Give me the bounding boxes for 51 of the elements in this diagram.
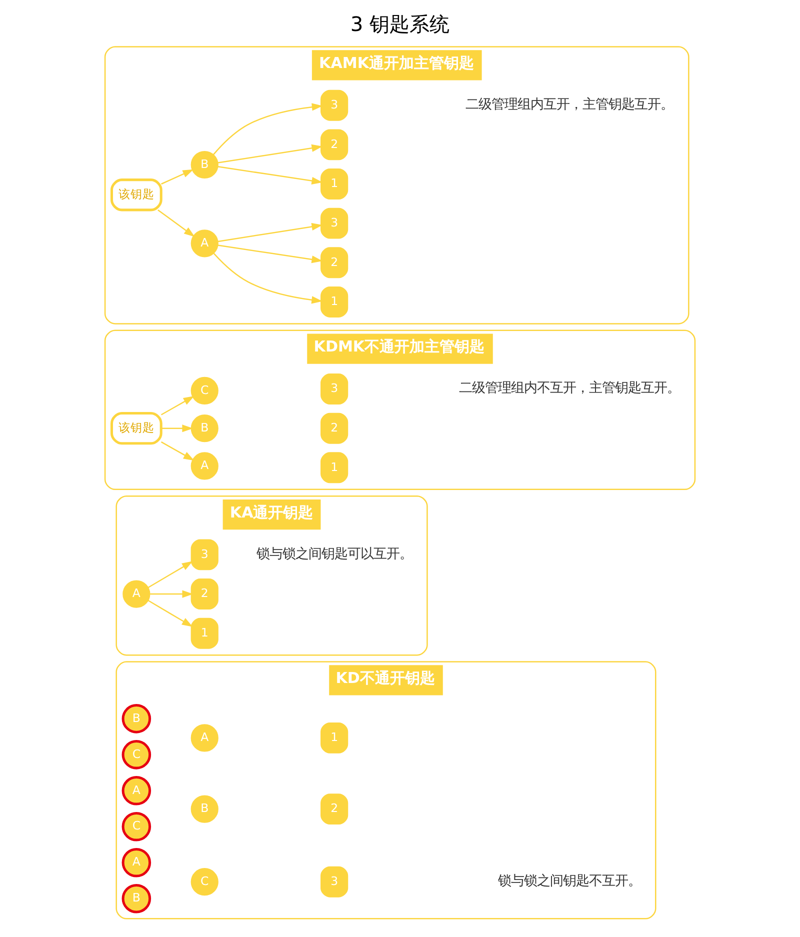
node-circle: C [122,812,152,842]
arrow [158,209,195,237]
arrow [160,441,194,461]
arrow [218,166,323,185]
node-label: 二级管理组内互开，主管钥匙互开。 [465,98,674,113]
arrow [218,222,323,242]
arrow [160,396,194,416]
node-circle: A [190,230,218,258]
node-box: 3 [320,208,348,239]
node-label: 二级管理组内不互开，主管钥匙互开。 [458,381,680,396]
node-box: 该钥匙 [110,178,162,212]
node-box: 2 [320,412,348,444]
node-box: 3 [320,374,348,404]
arrow [213,253,323,304]
node-box: 1 [320,452,348,484]
node-box: 2 [320,129,348,160]
node-box: 1 [320,168,348,200]
diagram-title: 3 钥匙系统 [350,12,450,36]
arrow [148,600,193,627]
node-circle: A [122,848,152,878]
node-circle: A [122,580,150,608]
arrow [150,590,194,598]
node-circle: B [122,884,152,914]
arrow [161,424,194,432]
node-label: 锁与锁之间钥匙不互开。 [498,874,641,890]
arrow [148,561,193,588]
node-circle: B [190,414,218,442]
node-box: 3 [320,90,348,121]
arrow [218,244,323,264]
node-box: 3 [320,866,348,898]
node-box: 1 [190,618,218,649]
node-box: 1 [320,286,348,318]
node-circle: B [122,704,152,734]
node-circle: B [190,795,218,823]
node-label: 锁与锁之间钥匙可以互开。 [256,546,412,562]
node-circle: A [190,452,218,480]
arrow [161,169,194,185]
node-box: 2 [320,794,348,825]
node-box: 2 [320,247,348,278]
node-circle: C [190,868,218,896]
node-box: 3 [190,539,218,570]
node-circle: C [122,740,152,770]
node-circle: B [190,150,218,179]
node-circle: C [190,376,218,404]
node-box: 2 [190,578,218,610]
node-circle: A [122,776,152,806]
node-box: 该钥匙 [110,412,162,445]
arrow [218,144,323,164]
node-box: 1 [320,722,348,754]
node-circle: A [190,724,218,752]
arrow [213,103,323,155]
